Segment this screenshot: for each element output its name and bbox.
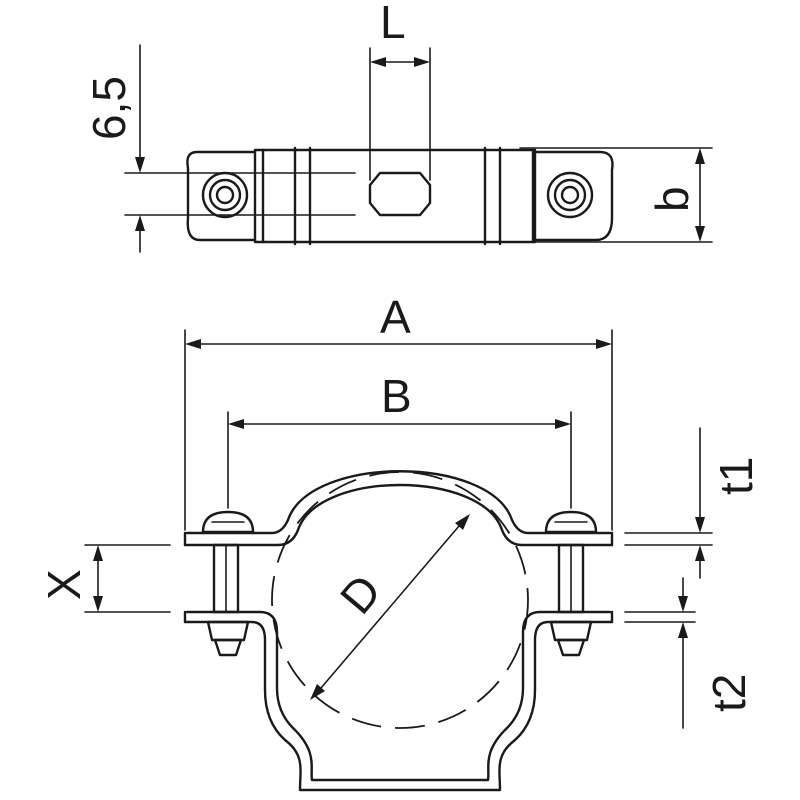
upper-strap-inner xyxy=(185,470,612,535)
top-view: 6,5 L b xyxy=(83,0,713,253)
arrowhead xyxy=(678,622,688,638)
arrowhead xyxy=(455,514,470,530)
pipe-outline xyxy=(271,471,529,729)
arrowhead xyxy=(93,596,103,612)
arrowhead xyxy=(555,419,571,429)
arrowhead xyxy=(678,596,688,612)
arrowhead xyxy=(414,57,430,67)
right-bolt-ring xyxy=(553,178,587,212)
arrowhead xyxy=(228,419,244,429)
label-B: B xyxy=(381,370,412,422)
arrowhead xyxy=(695,517,705,533)
label-A: A xyxy=(380,291,411,343)
right-nut xyxy=(549,620,593,642)
left-ear-outline xyxy=(186,150,257,242)
label-X: X xyxy=(38,569,90,600)
right-bolt-head xyxy=(544,510,598,534)
label-b: b xyxy=(646,186,698,212)
center-slot xyxy=(368,171,432,217)
label-t1: t1 xyxy=(710,457,762,495)
lower-strap-outer xyxy=(183,620,614,792)
lower-strap-inner xyxy=(185,610,612,782)
right-ear-outline xyxy=(533,150,614,242)
left-nut xyxy=(206,620,250,642)
label-t2: t2 xyxy=(703,674,755,712)
arrowhead xyxy=(370,57,386,67)
left-bolt-head xyxy=(201,510,255,534)
arrowhead xyxy=(596,339,612,349)
label-6-5: 6,5 xyxy=(83,76,135,140)
left-bolt-ring xyxy=(208,178,242,212)
upper-strap-outer xyxy=(183,483,614,547)
strap-body xyxy=(253,148,537,244)
arrowhead xyxy=(93,545,103,561)
right-bolt-head xyxy=(546,171,594,219)
arrowhead xyxy=(310,684,325,700)
arrowhead xyxy=(185,339,201,349)
arrowhead xyxy=(695,545,705,561)
left-bolt-core xyxy=(215,185,235,205)
arrowhead xyxy=(695,148,705,164)
right-bolt-tip xyxy=(556,638,586,657)
left-bolt-tip xyxy=(213,638,243,657)
dim-line-D xyxy=(320,525,460,689)
label-D: D xyxy=(330,565,391,624)
arrowhead xyxy=(695,226,705,242)
arrowhead xyxy=(135,157,145,173)
arrowhead xyxy=(135,215,145,231)
right-bolt-core xyxy=(560,185,580,205)
label-L: L xyxy=(380,0,406,48)
front-view: A B D X t1 t2 xyxy=(38,291,762,792)
